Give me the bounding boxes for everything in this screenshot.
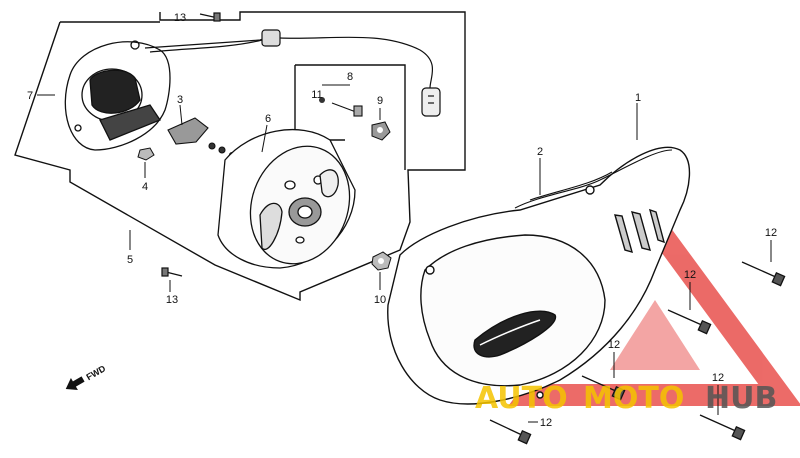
callout-12c: 12 (608, 339, 620, 351)
callout-13b: 13 (166, 294, 178, 306)
callout-13a: 13 (174, 12, 186, 24)
screw-part-13-top (199, 12, 221, 22)
bolt-part-12-c (581, 375, 626, 401)
bolt-part-12-e (489, 419, 532, 445)
bolt-part-8 (331, 102, 363, 117)
callout-12b: 12 (684, 269, 696, 281)
watermark-hub: HUB (705, 381, 777, 416)
callout-6: 6 (265, 113, 271, 125)
callout-5: 5 (127, 254, 133, 266)
leader-lines (37, 84, 772, 423)
screw-part-13-bottom (161, 267, 183, 277)
callout-12e: 12 (540, 417, 552, 429)
nut-part-9 (371, 121, 391, 141)
nut-part-10 (371, 251, 392, 271)
nut-part-4 (137, 147, 155, 161)
forward-arrow-icon (65, 376, 85, 391)
washer-part-11 (319, 97, 325, 103)
callout-7: 7 (27, 90, 33, 102)
callout-12d: 12 (712, 372, 724, 384)
callout-12a: 12 (765, 227, 777, 239)
callout-4: 4 (142, 181, 148, 193)
bolt-part-12-b (667, 309, 712, 335)
watermark-text: AUTO MOTO HUB (475, 381, 777, 416)
callout-2: 2 (537, 146, 543, 158)
callout-11: 11 (311, 89, 322, 101)
watermark-auto: AUTO (475, 381, 568, 416)
callout-8: 8 (347, 71, 353, 83)
callout-labels: 1 2 3 4 5 6 7 8 9 10 11 12 12 12 12 12 1… (27, 12, 777, 429)
fwd-label: FWD (85, 363, 108, 382)
cover-gasket (514, 149, 673, 209)
callout-9: 9 (377, 95, 383, 107)
pulser-bracket (167, 117, 236, 159)
bolt-part-12-a (741, 261, 786, 287)
left-crankcase-cover (387, 146, 691, 405)
forward-direction-indicator: FWD (65, 363, 108, 391)
watermark-moto: MOTO (583, 381, 684, 416)
callout-1: 1 (635, 92, 641, 104)
bolt-part-12-d (699, 414, 746, 441)
callout-3: 3 (177, 94, 183, 106)
wire-harness (149, 29, 441, 117)
flywheel-rotor (217, 128, 356, 269)
callout-10: 10 (374, 294, 386, 306)
